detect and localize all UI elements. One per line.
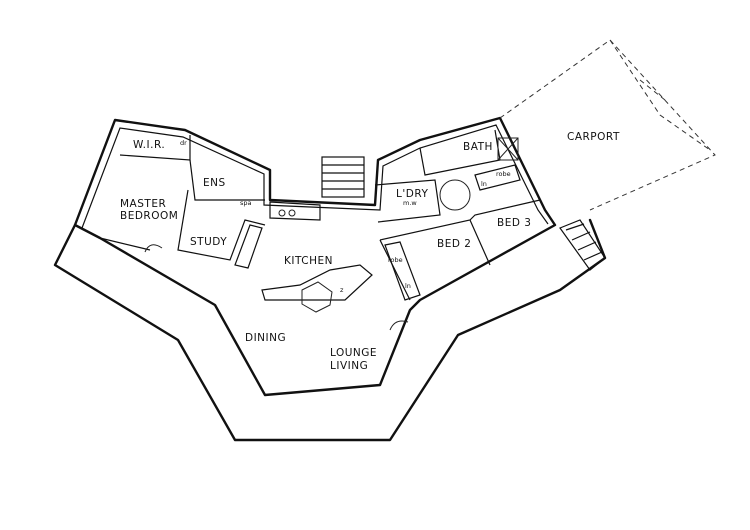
room-label-bed2: BED 2 <box>437 238 471 250</box>
room-label-bath: BATH <box>463 141 493 153</box>
shower-icon <box>497 137 519 161</box>
fixture-label-spa: spa <box>240 199 252 207</box>
fixture-label-ln-bed2: ln <box>405 282 411 290</box>
room-label-lounge-1: LOUNGE <box>330 347 377 359</box>
kitchen-bench-top <box>269 201 321 221</box>
room-label-carport: CARPORT <box>567 131 620 143</box>
kitchen-island <box>261 264 373 301</box>
robe-bed3 <box>474 164 521 191</box>
bed2-west-wall <box>379 239 411 301</box>
fixture-label-robe-bed3: robe <box>496 170 511 178</box>
master-study-wall <box>99 237 151 251</box>
fixture-label-ln: ln <box>481 180 487 188</box>
room-label-bed3: BED 3 <box>497 217 531 229</box>
room-label-kitchen: KITCHEN <box>284 255 333 267</box>
cooktop <box>301 281 333 313</box>
room-label-master-2: BEDROOM <box>120 210 178 222</box>
fixture-label-robe-bed2: robe <box>388 256 403 264</box>
carport-post <box>639 79 666 101</box>
study-wall <box>177 189 266 261</box>
room-label-wir: W.I.R. <box>133 139 165 151</box>
fixture-label-dr: dr <box>180 139 187 147</box>
room-label-lounge-2: LIVING <box>330 360 368 372</box>
kitchen-bench <box>234 224 263 269</box>
sink-icon <box>278 209 286 217</box>
room-label-master-1: MASTER <box>120 198 166 210</box>
hall-wall <box>379 199 541 241</box>
deck-outline <box>53 218 607 442</box>
north-stairs <box>321 156 365 198</box>
fixture-label-wm: m.w <box>403 199 417 207</box>
master-door <box>144 244 163 253</box>
fixture-label-z: z <box>340 286 344 294</box>
carport-outline <box>499 39 716 211</box>
room-label-laundry: L'DRY <box>396 188 428 200</box>
sink-icon-2 <box>288 209 296 217</box>
room-label-dining: DINING <box>245 332 286 344</box>
house-outer-wall <box>73 116 557 397</box>
robe-bed2 <box>384 241 421 301</box>
ens-wall <box>189 159 265 201</box>
dining-door <box>389 320 409 331</box>
east-stairs <box>559 219 606 271</box>
room-label-ens: ENS <box>203 177 226 189</box>
house-inner-wall <box>81 124 549 229</box>
room-label-study: STUDY <box>190 236 227 248</box>
hall-door-swing <box>439 179 471 211</box>
laundry-wall <box>374 179 441 223</box>
carport-beam <box>609 39 711 151</box>
bed2-bed3-wall <box>469 219 491 266</box>
